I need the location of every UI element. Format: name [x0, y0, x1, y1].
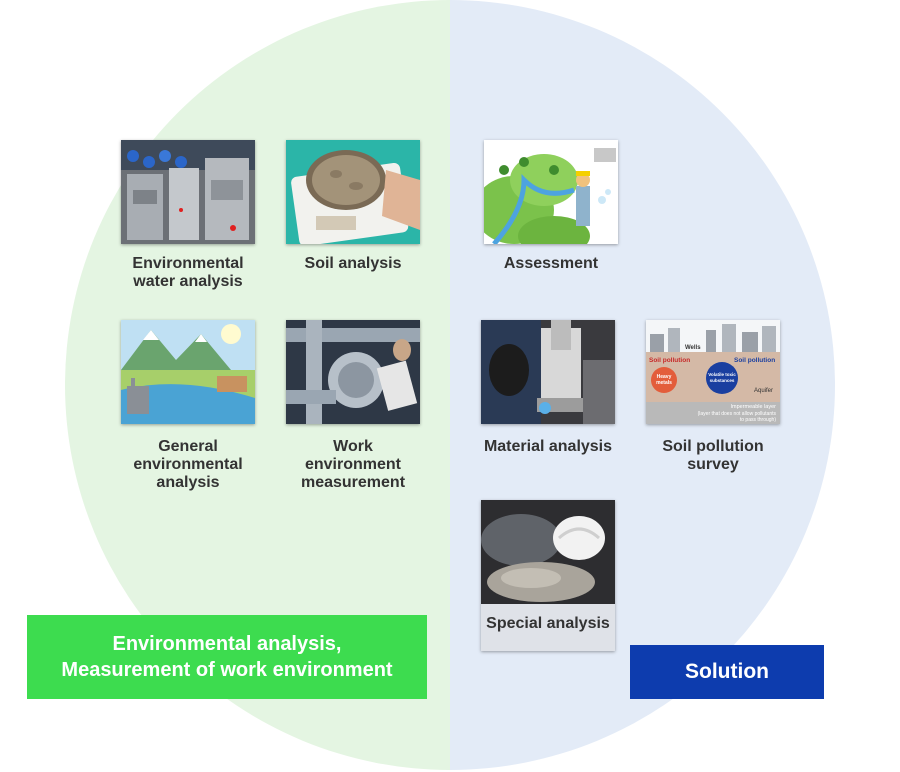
- label-line: General: [158, 438, 218, 455]
- voc-line2-text: substances: [710, 378, 735, 383]
- label-line: measurement: [300, 474, 406, 491]
- label-line: Work: [333, 438, 373, 455]
- label-line: water analysis: [133, 273, 243, 290]
- wells-text: Wells: [685, 345, 701, 351]
- metals-text: metals: [656, 380, 672, 386]
- microscope-image[interactable]: [481, 320, 615, 424]
- work-environment-measurement-label: Work environment measurement: [263, 438, 443, 492]
- assessment-illustration-image[interactable]: [484, 140, 618, 244]
- assessment-label: Assessment: [461, 255, 641, 273]
- label-line: Special analysis: [486, 615, 610, 632]
- label-line: environmental: [133, 456, 243, 473]
- environmental-category-label: Environmental analysis, Measurement of w…: [27, 615, 427, 699]
- general-environmental-analysis-label: General environmental analysis: [98, 438, 278, 492]
- soil-sample-image[interactable]: [286, 140, 420, 244]
- impermeable-line2-text: (layer that does not allow pollutants: [698, 411, 777, 417]
- label-line: Material analysis: [483, 438, 613, 455]
- soil-pollution-survey-label: Soil pollution survey: [623, 438, 803, 474]
- special-analysis-card[interactable]: Special analysis: [481, 500, 615, 651]
- industrial-ducts-image[interactable]: [286, 320, 420, 424]
- environmental-water-analysis-label: Environmental water analysis: [98, 255, 278, 291]
- aquifer-text: Aquifer: [754, 388, 773, 394]
- impermeable-line1-text: Impermeable layer: [730, 404, 776, 410]
- soil-pollution-left-text: Soil pollution: [649, 357, 690, 364]
- label-line: Assessment: [503, 255, 599, 272]
- voc-line1-text: Volatile toxic: [708, 372, 736, 377]
- label-line: analysis: [156, 474, 220, 491]
- lab-instrument-image[interactable]: [121, 140, 255, 244]
- heavy-text: Heavy: [657, 374, 672, 380]
- category-line: Measurement of work environment: [61, 659, 393, 681]
- asbestos-mask-image: [481, 500, 615, 604]
- solution-category-label: Solution: [630, 645, 824, 699]
- category-line: Solution: [685, 660, 769, 683]
- landscape-illustration-image[interactable]: [121, 320, 255, 424]
- category-line: Environmental analysis,: [112, 633, 342, 655]
- material-analysis-label: Material analysis: [458, 438, 638, 456]
- soil-analysis-label: Soil analysis: [263, 255, 443, 273]
- label-line: Soil pollution: [662, 438, 764, 455]
- label-line: environment: [304, 456, 401, 473]
- label-line: Soil analysis: [304, 255, 402, 272]
- soil-pollution-right-text: Soil pollution: [734, 357, 775, 364]
- label-line: survey: [687, 456, 739, 473]
- soil-pollution-diagram-image[interactable]: Wells Soil pollution Soil pollution Heav…: [646, 320, 780, 424]
- label-line: Environmental: [132, 255, 244, 272]
- impermeable-line3-text: to pass through): [740, 417, 776, 423]
- special-analysis-label: Special analysis: [458, 615, 638, 633]
